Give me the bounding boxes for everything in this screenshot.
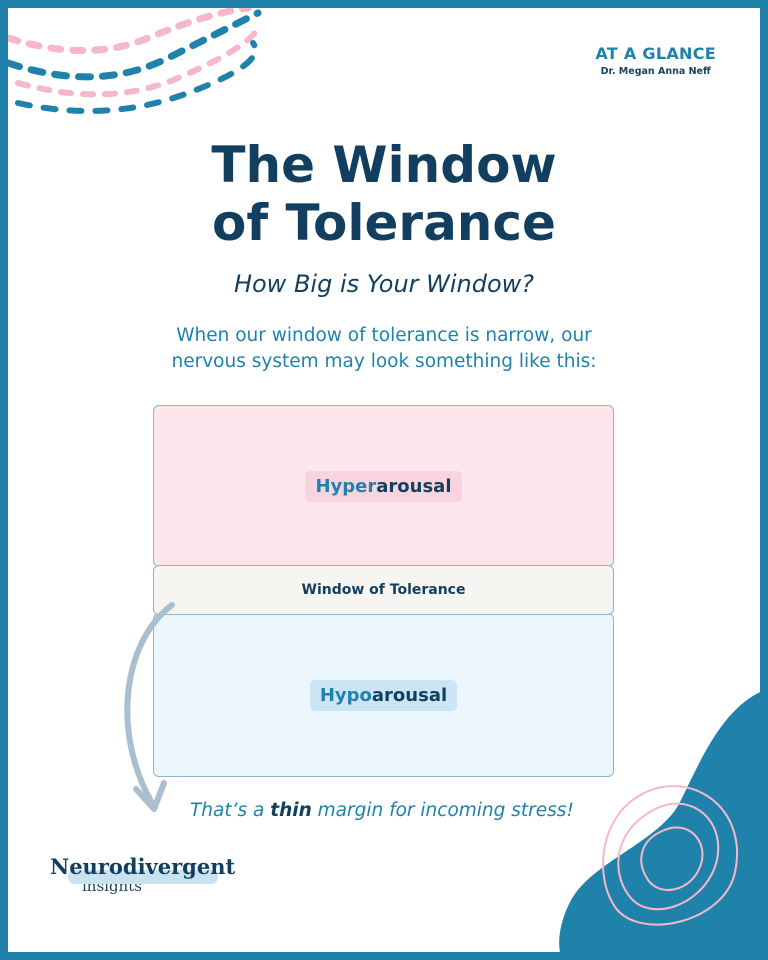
hyperarousal-zone: Hyperarousal — [153, 405, 614, 567]
dashed-arcs-decoration — [8, 8, 262, 114]
author-name: Dr. Megan Anna Neff — [600, 66, 711, 77]
at-a-glance-header: AT A GLANCE Dr. Megan Anna Neff — [595, 44, 716, 77]
hypoarousal-prefix: Hypo — [319, 684, 372, 706]
window-of-tolerance-label: Window of Tolerance — [301, 582, 466, 598]
hypoarousal-label: Hypoarousal — [309, 679, 458, 711]
caption-emphasis: thin — [270, 800, 312, 821]
caption-after: margin for incoming stress! — [311, 800, 574, 821]
subtitle: How Big is Your Window? — [233, 270, 535, 298]
corner-blob-decoration — [559, 692, 760, 952]
window-of-tolerance-zone: Window of Tolerance — [153, 565, 614, 615]
neurodivergent-insights-logo: Neurodivergent insights — [50, 854, 235, 895]
hyperarousal-suffix: arousal — [376, 475, 452, 497]
caption-before: That’s a — [190, 800, 271, 821]
page-title: The Window of Tolerance — [8, 136, 760, 252]
logo-swash — [68, 870, 218, 884]
intro-text: When our window of tolerance is narrow, … — [8, 323, 760, 375]
hyperarousal-label: Hyperarousal — [305, 470, 462, 502]
intro-line-1: When our window of tolerance is narrow, … — [176, 325, 592, 346]
hypoarousal-suffix: arousal — [371, 684, 448, 706]
logo-line-1: Neurodivergent — [50, 854, 236, 879]
series-tag: AT A GLANCE — [595, 44, 716, 63]
caption: That’s a thin margin for incoming stress… — [190, 800, 574, 821]
title-line-1: The Window — [211, 136, 557, 194]
intro-line-2: nervous system may look something like t… — [171, 351, 597, 372]
curved-arrow-icon — [124, 602, 175, 812]
title-line-2: of Tolerance — [212, 194, 556, 252]
hypoarousal-zone: Hypoarousal — [153, 613, 614, 777]
hyperarousal-prefix: Hyper — [315, 475, 377, 497]
